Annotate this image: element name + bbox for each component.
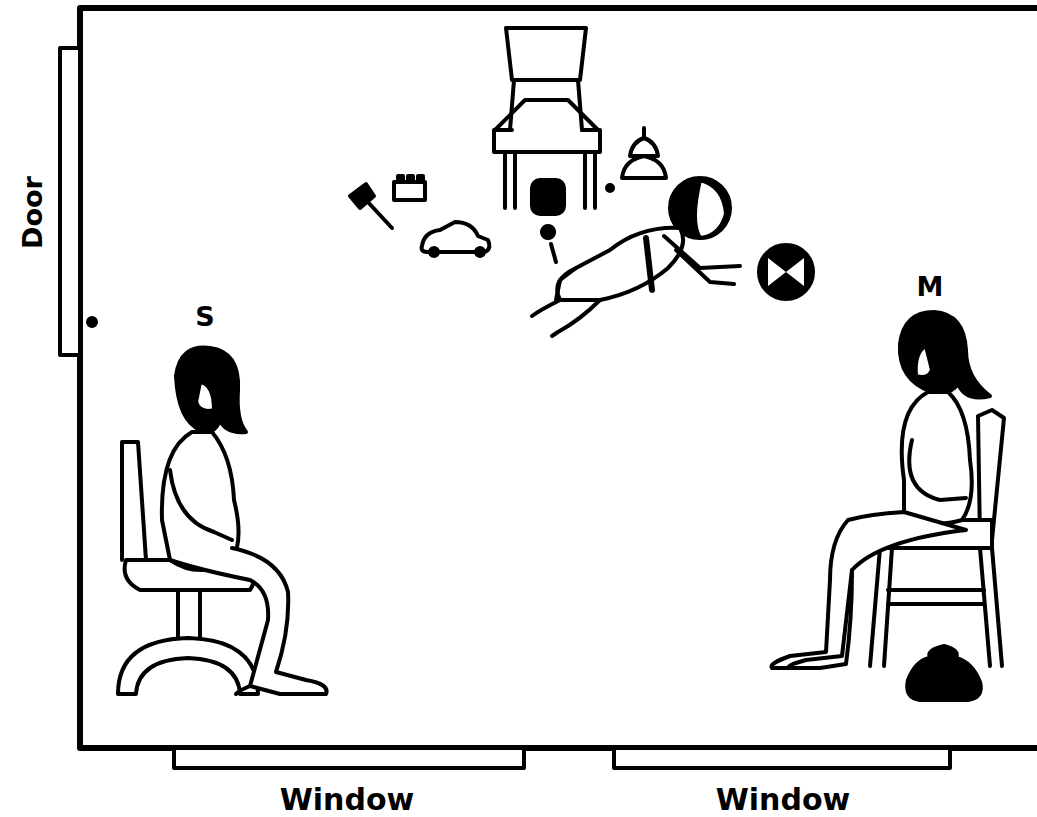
room-wall [80,8,1037,748]
door-label: Door [19,176,46,249]
window [174,748,524,768]
person-label: M [917,273,944,300]
mother-figure [771,312,1004,700]
window [614,748,950,768]
door [60,48,80,355]
door-knob [88,318,96,326]
handbag [907,646,981,700]
ball [759,245,813,299]
baby [532,178,740,336]
stranger-figure [118,348,327,694]
window-label: Window [716,785,851,815]
window-label: Window [280,785,415,815]
person-label: S [195,303,214,330]
